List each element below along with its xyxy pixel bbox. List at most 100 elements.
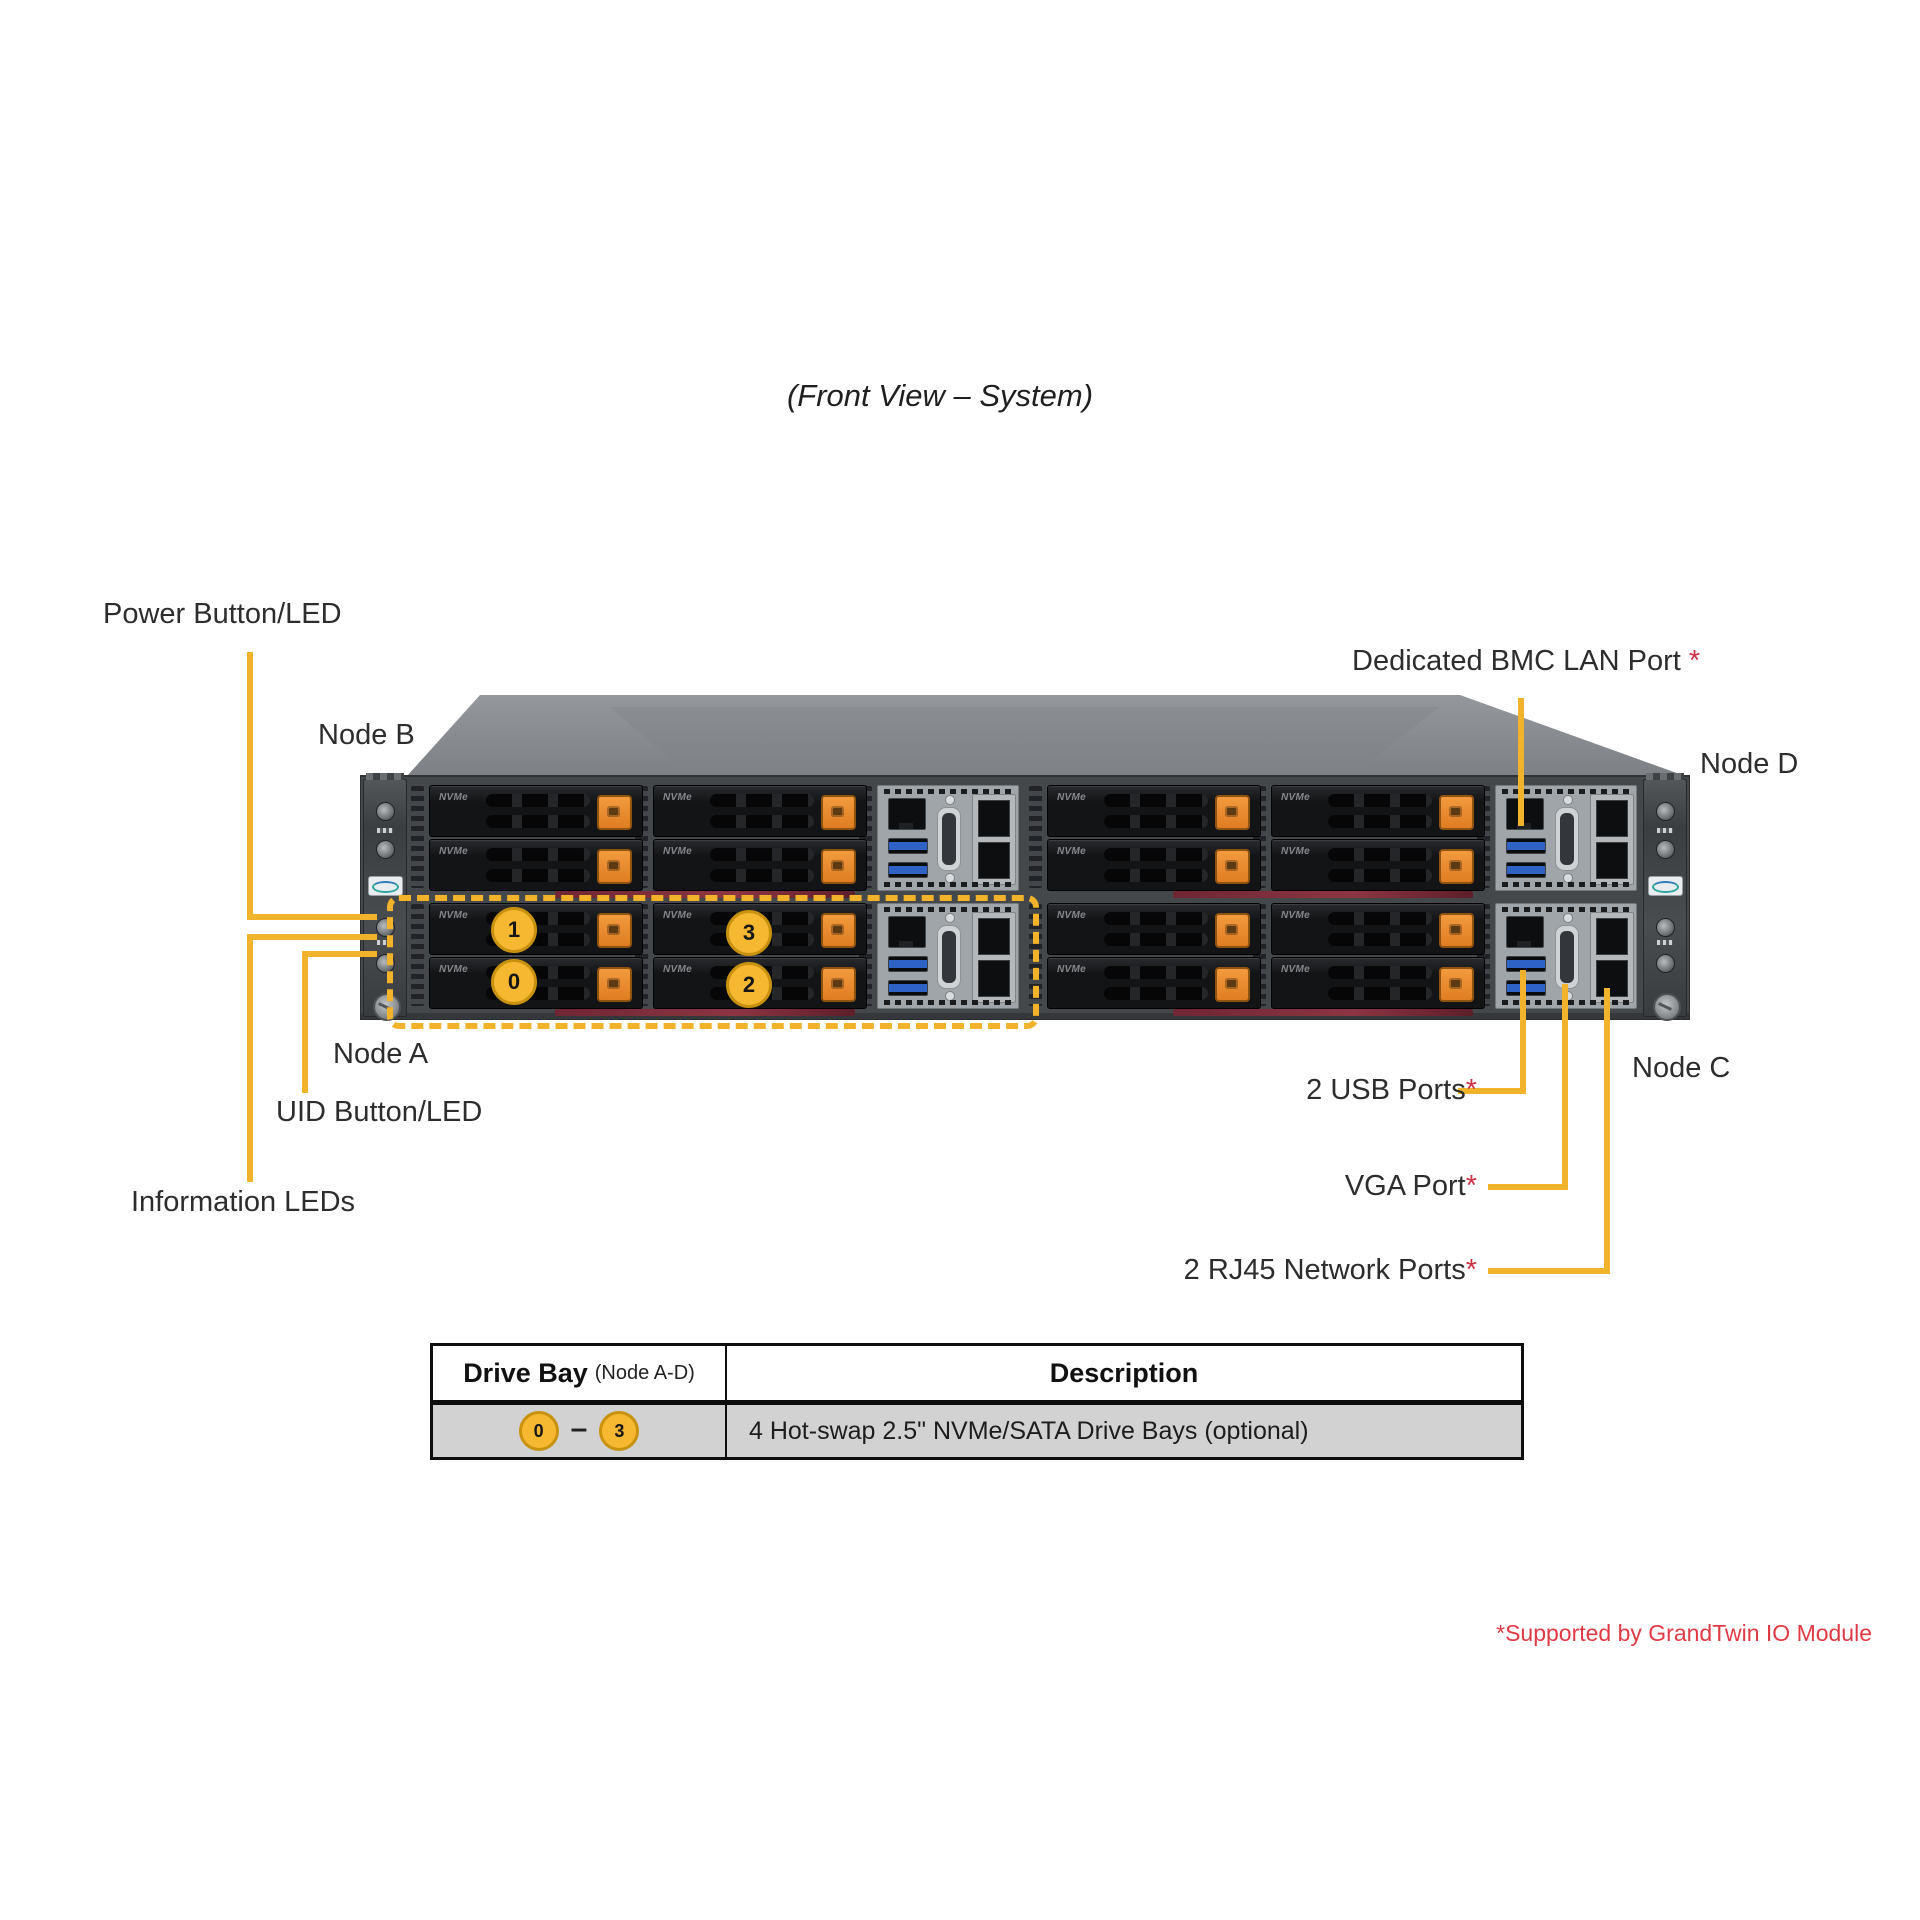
nvme-label: NVMe xyxy=(439,964,468,975)
vga-connector xyxy=(937,925,961,989)
usb-callout-line xyxy=(1458,1088,1526,1094)
uid-callout-line xyxy=(302,951,308,1093)
nvme-label: NVMe xyxy=(663,964,692,975)
drive-latch-button xyxy=(821,913,856,948)
power-callout-line xyxy=(247,652,253,918)
bay-number-2: 2 xyxy=(726,962,772,1008)
tray-vent-slots xyxy=(486,869,590,882)
sled-release-latch xyxy=(1173,1009,1473,1016)
usb-port xyxy=(1506,838,1546,854)
usb-port xyxy=(888,862,928,878)
label-usb-ports: 2 USB Ports* xyxy=(1306,1074,1477,1106)
drive-bay-table: Drive Bay (Node A-D) Description 0 – 3 4… xyxy=(430,1343,1524,1460)
nvme-label: NVMe xyxy=(1057,846,1086,857)
nvme-label: NVMe xyxy=(1057,792,1086,803)
bmc-lan-port xyxy=(1506,798,1544,830)
nvme-label: NVMe xyxy=(663,792,692,803)
rj45-port xyxy=(978,800,1010,837)
drive-latch-button xyxy=(1439,849,1474,884)
drive-tray: NVMe xyxy=(1271,903,1485,955)
nvme-label: NVMe xyxy=(663,910,692,921)
right-control-panel xyxy=(1643,773,1687,1017)
asterisk: * xyxy=(1688,645,1701,677)
information-leds xyxy=(1657,940,1673,945)
drive-tray: NVMe xyxy=(1047,839,1261,891)
label-node-d: Node D xyxy=(1700,748,1799,780)
asterisk: * xyxy=(1465,1074,1477,1106)
label-bmc-lan-port: Dedicated BMC LAN Port * xyxy=(1352,645,1701,677)
drive-tray: NVMe xyxy=(1047,957,1261,1009)
nvme-label: NVMe xyxy=(1281,846,1310,857)
usb-port xyxy=(888,980,928,996)
power-button xyxy=(1656,918,1675,937)
label-vga-port: VGA Port* xyxy=(1344,1170,1477,1202)
label-rj45-network-ports: 2 RJ45 Network Ports* xyxy=(1183,1254,1477,1286)
drive-tray: NVMe xyxy=(1271,839,1485,891)
tray-vent-slots xyxy=(1328,815,1432,828)
drive-tray: NVMe xyxy=(653,839,867,891)
tray-vent-slots xyxy=(1328,933,1432,946)
rj45-network-ports xyxy=(1590,794,1634,885)
supermicro-logo xyxy=(368,876,403,896)
sled-release-latch xyxy=(555,891,855,898)
vga-callout-line xyxy=(1488,1184,1568,1190)
power-button xyxy=(1656,802,1675,821)
description-cell: 4 Hot-swap 2.5" NVMe/SATA Drive Bays (op… xyxy=(725,1405,1521,1457)
perforated-strip xyxy=(1029,786,1042,888)
vga-screw xyxy=(1563,913,1573,923)
range-dash: – xyxy=(570,1412,588,1445)
bmc-lan-port xyxy=(888,798,926,830)
drive-latch-button xyxy=(597,967,632,1002)
bay-number-3: 3 xyxy=(599,1411,640,1451)
uid-callout-line xyxy=(302,951,377,957)
tray-vent-slots xyxy=(1328,869,1432,882)
rj45-port xyxy=(978,960,1010,997)
header-drive-bay: Drive Bay (Node A-D) xyxy=(463,1357,695,1388)
drive-latch-button xyxy=(1439,795,1474,830)
info-leds-callout-line xyxy=(247,934,253,1182)
perforated-strip xyxy=(411,904,424,1006)
tray-vent-slots xyxy=(486,794,590,807)
tray-vent-slots xyxy=(1104,815,1208,828)
label-node-b: Node B xyxy=(318,719,415,751)
vga-connector xyxy=(1555,925,1579,989)
vga-port xyxy=(1554,794,1580,884)
bmc-callout-line xyxy=(1518,698,1524,826)
tray-vent-slots xyxy=(1104,987,1208,1000)
vga-screw xyxy=(1563,873,1573,883)
tray-vent-slots xyxy=(1104,848,1208,861)
nvme-label: NVMe xyxy=(439,910,468,921)
nvme-label: NVMe xyxy=(439,792,468,803)
label-node-a: Node A xyxy=(333,1038,429,1070)
vga-port xyxy=(936,912,962,1002)
tray-vent-slots xyxy=(1328,912,1432,925)
vga-screw xyxy=(945,913,955,923)
information-leds xyxy=(1657,828,1673,833)
bay-number-1: 1 xyxy=(491,907,537,953)
drive-latch-button xyxy=(1439,967,1474,1002)
bmc-lan-port xyxy=(1506,916,1544,948)
node-a-drive-bay-highlight xyxy=(387,895,1039,1029)
rj45-port xyxy=(978,842,1010,879)
label-power-button-led: Power Button/LED xyxy=(103,598,342,630)
drive-tray: NVMe xyxy=(1271,785,1485,837)
label-node-c: Node C xyxy=(1632,1052,1731,1084)
power-button xyxy=(376,802,395,821)
io-module xyxy=(1495,785,1637,891)
sled-release-latch xyxy=(555,1009,855,1016)
info-leds-callout-line xyxy=(247,934,377,940)
figure-title: (Front View – System) xyxy=(786,378,1094,413)
rj45-port xyxy=(978,918,1010,955)
tray-vent-slots xyxy=(1328,987,1432,1000)
sled-release-latch xyxy=(1173,891,1473,898)
tray-vent-slots xyxy=(710,869,814,882)
vga-port xyxy=(936,794,962,884)
